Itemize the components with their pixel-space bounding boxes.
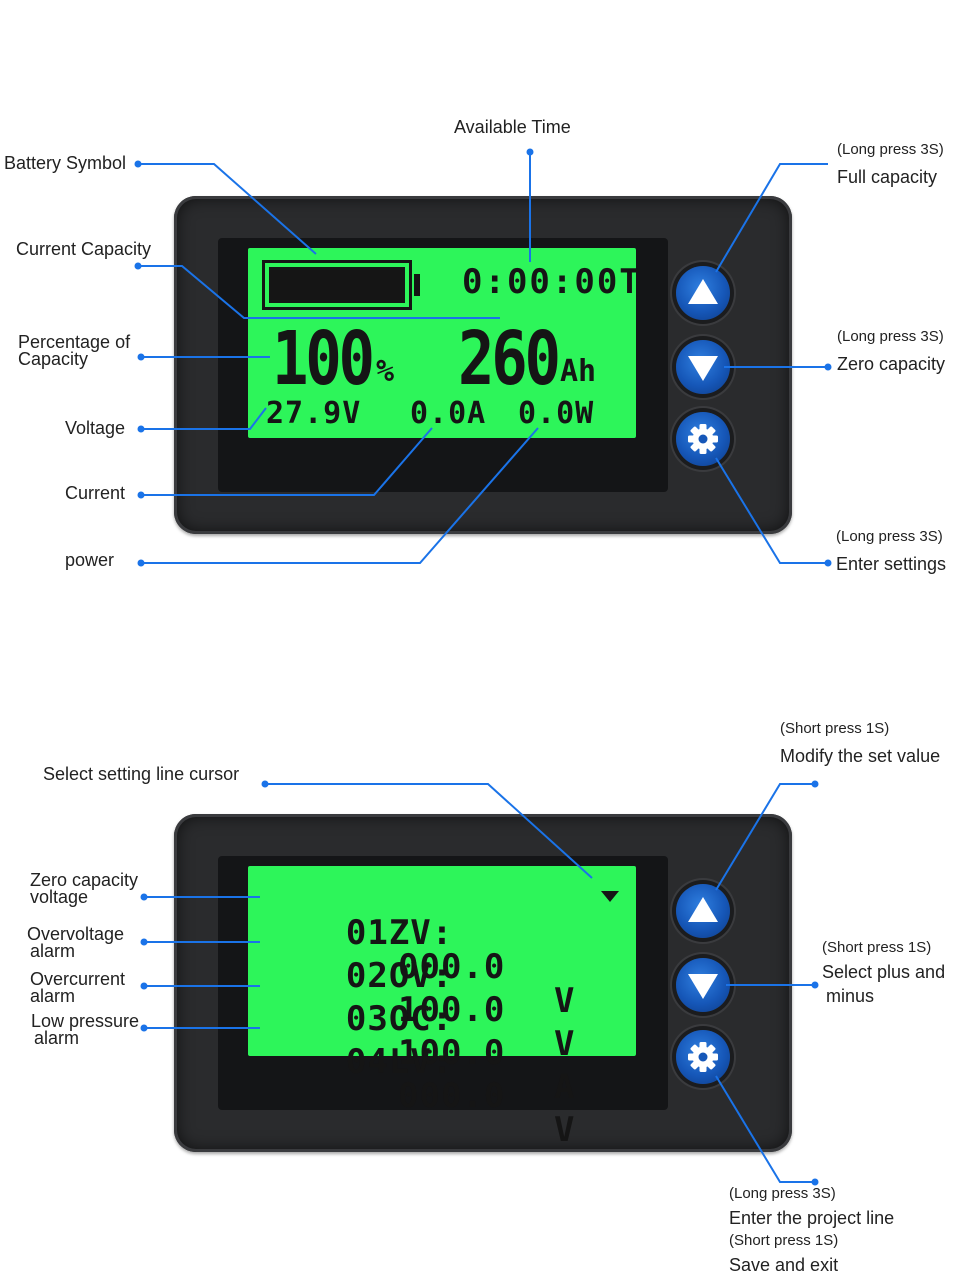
down-arrow-icon (688, 356, 718, 381)
label-save-exit: Save and exit (729, 1255, 839, 1275)
gear-icon (688, 1042, 718, 1072)
label-modify-value: Modify the set value (780, 746, 941, 766)
settings-value: 100.0 (398, 1033, 506, 1073)
settings-value: 000.0 (398, 947, 506, 987)
settings-row-2: 02OV: 100.0 V (260, 925, 575, 1095)
up-button-main[interactable] (676, 266, 730, 320)
label-low-pressure-line1: Low pressure (31, 1011, 140, 1031)
down-button-main[interactable] (676, 340, 730, 394)
label-overcurrent-line1: Overcurrent (30, 969, 126, 989)
label-percentage-line2: Capacity (18, 349, 89, 369)
label-current: Current (65, 483, 126, 503)
note-settings-short: (Short press 1S) (729, 1232, 839, 1249)
label-overcurrent-line2: alarm (30, 986, 76, 1006)
label-current-capacity: Current Capacity (16, 239, 152, 259)
battery-icon (262, 260, 412, 310)
voltage-readout: 27.9V (266, 396, 362, 431)
settings-unit: A (554, 1067, 576, 1107)
settings-code: 04LV: (345, 1042, 454, 1082)
settings-code: 02OV: (345, 956, 454, 996)
settings-row-1: 01ZV: 000.0 V (260, 882, 575, 1052)
capacity-unit: Ah (560, 354, 597, 389)
label-zero-line1: Zero capacity (30, 870, 139, 890)
label-select-plus-minus-line1: Select plus and (822, 962, 946, 982)
settings-unit: V (554, 1110, 576, 1150)
label-overvoltage-line2: alarm (30, 941, 76, 961)
label-voltage: Voltage (65, 418, 126, 438)
up-arrow-icon (688, 897, 718, 922)
note-settings-long: (Long press 3S) (729, 1185, 836, 1202)
current-readout: 0.0A (410, 396, 487, 431)
settings-button-main[interactable] (676, 412, 730, 466)
label-low-pressure-line2: alarm (34, 1028, 80, 1048)
label-zero-line2: voltage (30, 887, 89, 907)
up-arrow-icon (688, 279, 718, 304)
settings-code: 03OC: (345, 999, 454, 1039)
label-select-plus-minus-line2: minus (826, 986, 875, 1006)
settings-unit: V (554, 1024, 576, 1064)
capacity-readout: 260 (458, 316, 561, 402)
down-button-settings[interactable] (676, 958, 730, 1012)
percent-unit: % (376, 354, 395, 389)
label-percentage-line1: Percentage of (18, 332, 131, 352)
settings-row-4: 04LV: 000.0 V (260, 1011, 575, 1181)
lcd-screen-settings: 01ZV: 000.0 V 02OV: 100.0 V 03OC: 100.0 … (248, 866, 636, 1147)
settings-unit: V (554, 981, 576, 1021)
settings-value: 100.0 (398, 990, 506, 1030)
settings-row-3: 03OC: 100.0 A (260, 968, 575, 1138)
settings-button-settings[interactable] (676, 1030, 730, 1084)
label-available-time: Available Time (454, 117, 571, 137)
note-settings-main: (Long press 3S) (836, 528, 943, 545)
lcd-screen-main: 0:00:00T 100 % 260 Ah 27.9V 0.0A 0.0W (248, 248, 640, 438)
cursor-triangle-icon (601, 891, 619, 902)
note-down-main: (Long press 3S) (837, 328, 944, 345)
note-up-settings: (Short press 1S) (780, 720, 890, 737)
gear-icon (688, 424, 718, 454)
up-button-settings[interactable] (676, 884, 730, 938)
power-readout: 0.0W (518, 396, 595, 431)
label-enter-project-line: Enter the project line (729, 1208, 895, 1228)
label-full-capacity: Full capacity (837, 167, 938, 187)
available-time-readout: 0:00:00T (462, 262, 642, 302)
label-select-cursor: Select setting line cursor (43, 764, 240, 784)
down-arrow-icon (688, 974, 718, 999)
battery-tip-icon (414, 274, 420, 296)
label-power: power (65, 550, 115, 570)
label-overvoltage-line1: Overvoltage (27, 924, 125, 944)
note-down-settings: (Short press 1S) (822, 939, 932, 956)
label-zero-capacity: Zero capacity (837, 354, 946, 374)
label-enter-settings: Enter settings (836, 554, 947, 574)
percent-readout: 100 (272, 316, 375, 402)
settings-value: 000.0 (398, 1076, 506, 1116)
label-battery-symbol: Battery Symbol (4, 153, 127, 173)
note-up-main: (Long press 3S) (837, 141, 944, 158)
settings-code: 01ZV: (345, 913, 454, 953)
